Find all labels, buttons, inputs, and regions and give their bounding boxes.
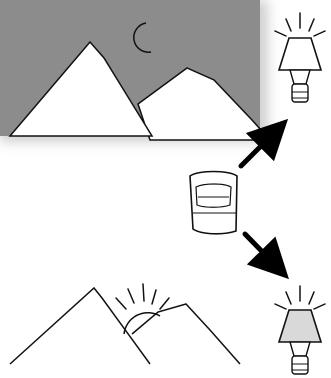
arrows: [241, 126, 282, 272]
sun-rays: [116, 284, 169, 309]
lamp-bottom-rays: [275, 286, 325, 309]
motion-sensor-window: [196, 184, 231, 207]
lamp-bottom-base: [292, 356, 308, 374]
arrow-to-bottom-lamp: [245, 234, 282, 272]
sun-icon: [124, 313, 160, 334]
lamp-top: [275, 13, 325, 102]
lamp-top-rays: [275, 13, 325, 36]
lamp-bottom: [275, 286, 325, 374]
lamp-bottom-shade: [279, 310, 321, 342]
lamp-bottom-bulb: [290, 342, 310, 356]
lamp-top-shade: [279, 38, 321, 70]
day-scene: [10, 284, 240, 364]
day-mountain-front: [10, 288, 150, 364]
lamp-top-bulb: [290, 70, 310, 84]
night-scene: [0, 0, 270, 142]
lamp-top-base: [292, 84, 308, 102]
motion-sensor-icon: [190, 172, 237, 234]
